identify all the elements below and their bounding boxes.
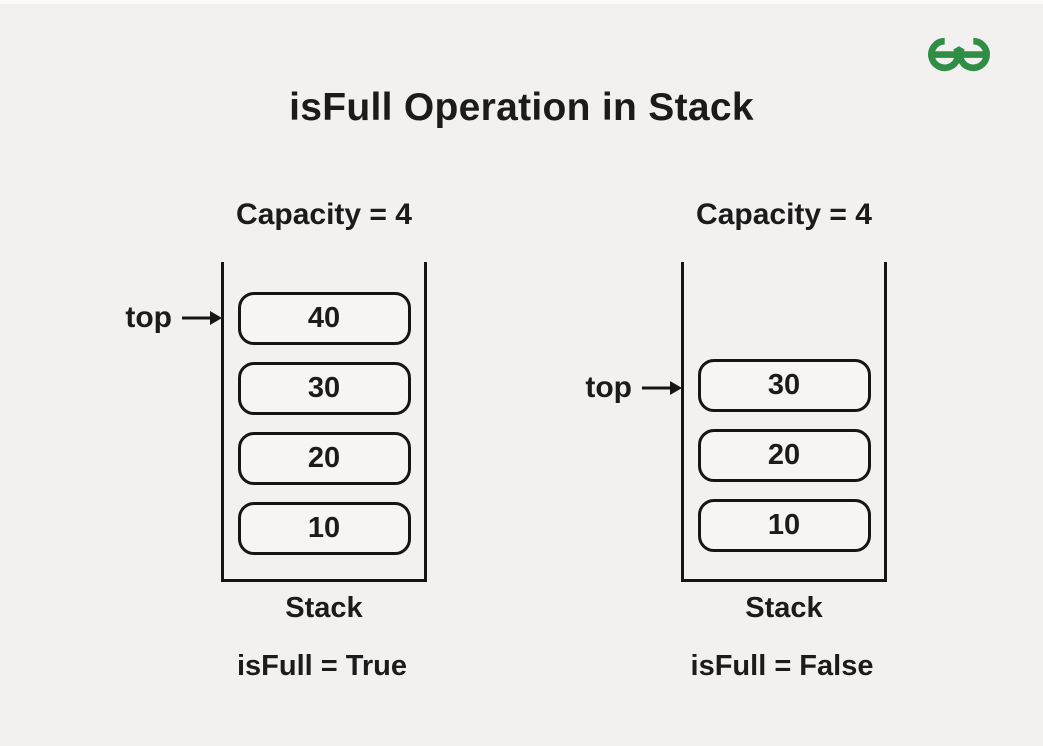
stack-item: 30 [697, 359, 871, 412]
stack-item: 10 [237, 502, 411, 555]
geeksforgeeks-logo-icon [928, 37, 990, 72]
stack-container-left: 40 30 20 10 [221, 262, 427, 582]
isfull-result-left: isFull = True [236, 650, 408, 682]
stack-item-value: 30 [767, 369, 801, 401]
stack-item-value: 40 [307, 302, 341, 334]
stack-item-value: 10 [307, 512, 341, 544]
stack-item-value: 20 [767, 439, 801, 471]
stack-container-right: 30 20 10 [681, 262, 887, 582]
top-pointer-left: top [125, 296, 222, 340]
right-arrow-icon [182, 311, 222, 325]
isfull-result-right: isFull = False [690, 650, 874, 682]
stack-item-value: 30 [307, 372, 341, 404]
stack-item: 30 [237, 362, 411, 415]
stack-item: 20 [697, 429, 871, 482]
stack-label-left: Stack [285, 592, 363, 624]
geeksforgeeks-logo [928, 32, 990, 75]
page-title: isFull Operation in Stack [289, 86, 754, 129]
stack-item: 40 [237, 292, 411, 345]
stack-item-value: 20 [307, 442, 341, 474]
top-pointer-label-left: top [125, 301, 172, 334]
stack-item-value: 10 [767, 509, 801, 541]
capacity-label-right: Capacity = 4 [696, 198, 872, 231]
stack-item: 10 [697, 499, 871, 552]
stack-item: 20 [237, 432, 411, 485]
top-edge-strip [0, 0, 1043, 4]
top-pointer-label-right: top [585, 371, 632, 404]
capacity-label-left: Capacity = 4 [236, 198, 412, 231]
stack-label-right: Stack [745, 592, 823, 624]
top-pointer-right: top [585, 366, 682, 410]
right-arrow-icon [642, 381, 682, 395]
